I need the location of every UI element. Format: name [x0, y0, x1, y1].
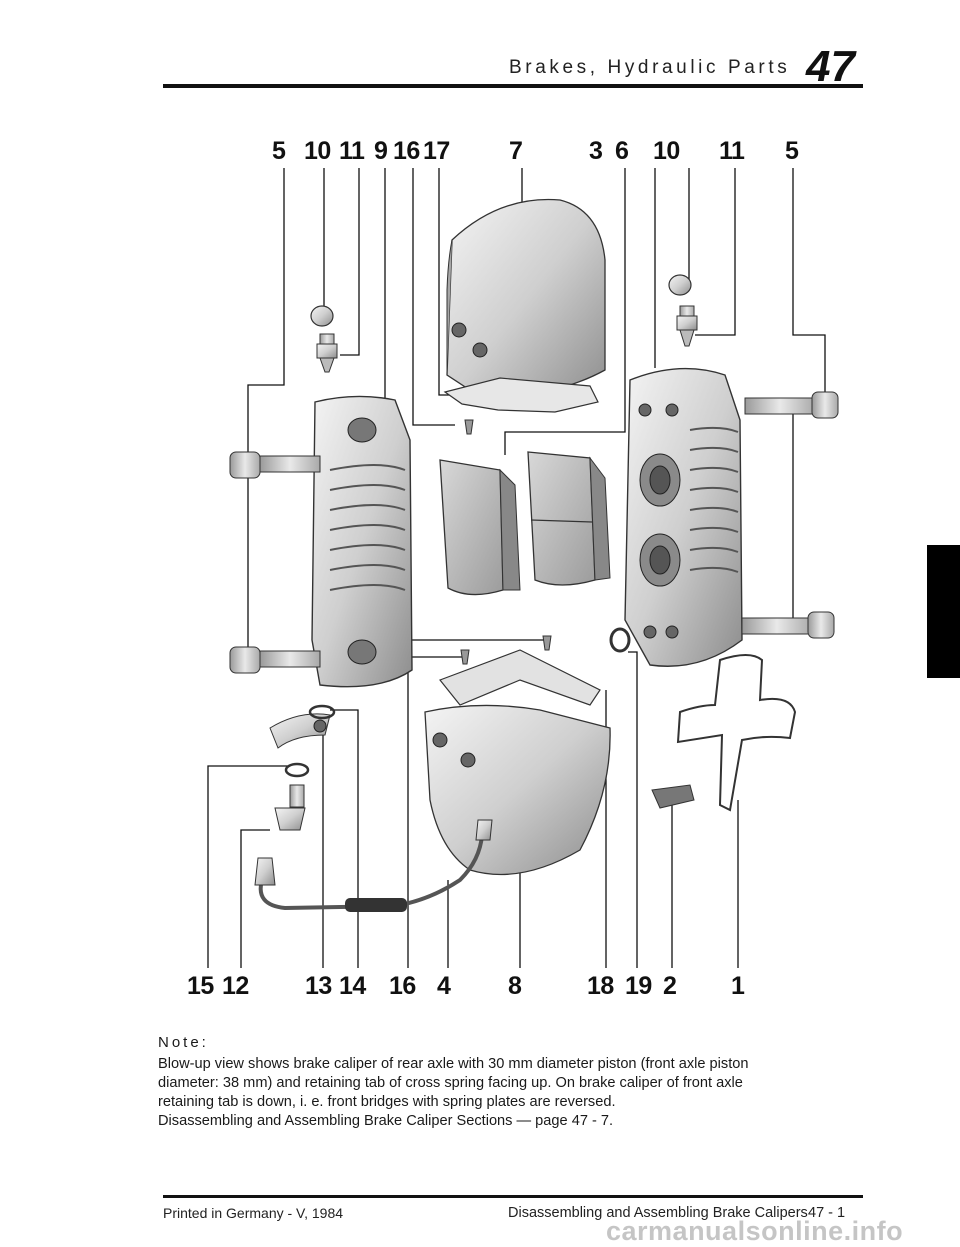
- header-title: Brakes, Hydraulic Parts: [509, 57, 791, 78]
- callout-top-5-right: 5: [785, 137, 799, 165]
- callout-top-11-right: 11: [719, 137, 745, 165]
- sealing-ring-lower: [284, 762, 310, 778]
- screw-bottom-right: [542, 635, 552, 651]
- callout-top-3: 3: [589, 137, 603, 165]
- callout-top-11-left: 11: [339, 137, 365, 165]
- hose-end-fitting-cover: [475, 819, 493, 841]
- callout-top-6: 6: [615, 137, 629, 165]
- callout-top-17: 17: [423, 137, 450, 165]
- caliper-half-right: [624, 367, 743, 667]
- screw-bottom-left: [460, 649, 470, 665]
- brake-line: [258, 834, 484, 911]
- callout-top-10-right: 10: [653, 137, 680, 165]
- footer-printed: Printed in Germany - V, 1984: [163, 1205, 344, 1221]
- brake-line-sleeve: [345, 898, 407, 912]
- callout-top-7: 7: [509, 137, 523, 165]
- dust-cap-right: [668, 274, 692, 296]
- spring-plate-top: [443, 377, 599, 413]
- callout-top-16: 16: [393, 137, 420, 165]
- seal-ring: [609, 627, 631, 653]
- union-fitting: [274, 784, 306, 831]
- sealing-ring-upper: [308, 704, 336, 720]
- chapter-number: 47: [806, 42, 855, 91]
- callout-bottom-4: 4: [437, 972, 451, 1000]
- callout-bottom-2: 2: [663, 972, 677, 1000]
- footer-rule: [163, 1195, 863, 1198]
- bolt-left-lower: [229, 646, 321, 674]
- brake-caliper-exploded-view: [207, 168, 839, 968]
- callout-bottom-15: 15: [187, 972, 214, 1000]
- bolt-right-lower: [741, 611, 835, 639]
- bolt-left-upper: [229, 451, 321, 479]
- screw-top: [464, 419, 474, 435]
- caliper-cover-top: [446, 198, 606, 401]
- bolt-right-upper: [744, 391, 839, 419]
- note-block: Note: Blow-up view shows brake caliper o…: [158, 1033, 888, 1131]
- callout-top-5-left: 5: [272, 137, 286, 165]
- brake-pad-right: [527, 451, 611, 586]
- watermark: carmanualsonline.info: [606, 1216, 904, 1246]
- footer-section: Disassembling and Assembling Brake Calip…: [508, 1205, 808, 1221]
- header-rule: [163, 84, 863, 88]
- callout-bottom-13: 13: [305, 972, 332, 1000]
- callout-bottom-16: 16: [389, 972, 416, 1000]
- brake-pad-left: [439, 459, 521, 596]
- caliper-cover-bottom: [424, 704, 611, 876]
- cross-spring: [676, 654, 797, 812]
- callout-bottom-14: 14: [339, 972, 366, 1000]
- callout-bottom-19: 19: [625, 972, 652, 1000]
- section-tab-marker: [927, 545, 960, 678]
- footer-page-number: 47 - 1: [808, 1205, 846, 1221]
- callout-bottom-18: 18: [587, 972, 614, 1000]
- spring-plate-bottom: [439, 649, 601, 706]
- callout-bottom-8: 8: [508, 972, 522, 1000]
- caliper-half-left: [311, 395, 413, 688]
- retaining-tab: [651, 784, 695, 809]
- hose-end-fitting: [254, 857, 276, 886]
- banjo-fitting: [269, 713, 331, 749]
- note-line: diameter: 38 mm) and retaining tab of cr…: [158, 1075, 743, 1091]
- callout-top-10-left: 10: [304, 137, 331, 165]
- callout-bottom-1: 1: [731, 972, 745, 1000]
- bleeder-valve-right: [676, 305, 698, 347]
- callout-bottom-12: 12: [222, 972, 249, 1000]
- callout-top-9: 9: [374, 137, 388, 165]
- dust-cap-left: [310, 305, 334, 327]
- note-line: Disassembling and Assembling Brake Calip…: [158, 1113, 614, 1129]
- note-heading: Note:: [158, 1034, 209, 1051]
- note-line: retaining tab is down, i. e. front bridg…: [158, 1094, 616, 1110]
- bleeder-valve-left: [316, 333, 338, 373]
- note-line: Blow-up view shows brake caliper of rear…: [158, 1056, 749, 1072]
